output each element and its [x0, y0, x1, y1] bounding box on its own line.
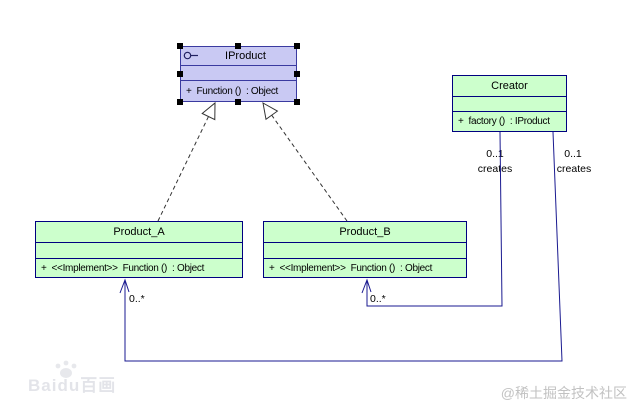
class-attributes-empty	[36, 242, 242, 258]
class-box-product-a[interactable]: Product_A + <<Implement>> Function () : …	[35, 221, 243, 278]
class-method: + <<Implement>> Function () : Object	[36, 258, 242, 277]
multiplicity-label: 0..*	[129, 293, 145, 305]
multiplicity-label: 0..*	[370, 293, 386, 305]
juejin-watermark: @稀土掘金技术社区	[500, 385, 627, 401]
creates-label: creates	[556, 163, 592, 175]
class-title: Product_B	[339, 226, 391, 238]
class-method: + Function () : Object	[181, 80, 296, 101]
class-box-product-b[interactable]: Product_B + <<Implement>> Function () : …	[263, 221, 467, 278]
class-box-iproduct[interactable]: IProduct + Function () : Object	[180, 46, 297, 102]
class-method: + <<Implement>> Function () : Object	[264, 258, 466, 277]
class-attributes-empty	[181, 65, 296, 80]
class-box-creator[interactable]: Creator + factory () : IProduct	[452, 75, 567, 132]
baidu-watermark: Baidu百画	[28, 376, 117, 395]
realization-arrow-product-a[interactable]	[157, 101, 216, 222]
class-title: IProduct	[225, 50, 266, 62]
class-attributes-empty	[453, 96, 566, 111]
class-method: + factory () : IProduct	[453, 111, 566, 131]
class-attributes-empty	[264, 242, 466, 258]
class-title: Product_A	[113, 226, 165, 238]
creates-label: creates	[477, 163, 513, 175]
multiplicity-label: 0..1	[564, 148, 582, 160]
multiplicity-label: 0..1	[486, 148, 504, 160]
class-title: Creator	[491, 80, 528, 92]
realization-arrow-product-b[interactable]	[262, 102, 348, 222]
